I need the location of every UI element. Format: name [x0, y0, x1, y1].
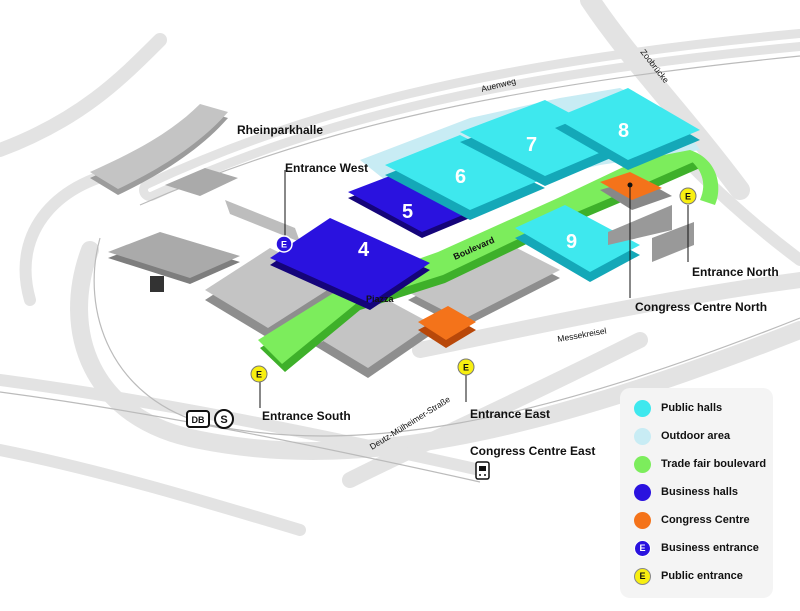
- business-entrance-west-marker: E: [275, 235, 293, 253]
- sbahn-logo-text: S: [220, 414, 227, 426]
- blue-dot-icon: [634, 483, 651, 501]
- legend-item-public-entrance: E Public entrance: [620, 566, 743, 586]
- legend-label: Congress Centre: [661, 514, 750, 526]
- road-deutz: [342, 332, 648, 488]
- road-messekreisel: [412, 272, 800, 358]
- hall-9-number: 9: [566, 231, 577, 253]
- legend-label: Business halls: [661, 486, 739, 498]
- legend-label: Public halls: [661, 402, 723, 414]
- legend-item-congress-centre: Congress Centre: [620, 510, 750, 530]
- entrance-north-label: Entrance North: [692, 265, 779, 279]
- business-entrance-west-letter: E: [281, 240, 287, 250]
- piazza-label: Piazza: [366, 294, 395, 304]
- road-lower: [0, 444, 306, 536]
- congress-centres: [418, 172, 694, 348]
- hall-5-number: 5: [402, 201, 413, 223]
- hall-8-number: 8: [618, 120, 629, 142]
- orange-dot-icon: [634, 511, 651, 529]
- congress-north-pointer: [627, 182, 633, 188]
- legend-label: Public entrance: [661, 570, 743, 582]
- tram-icon: [475, 461, 490, 480]
- legend-e-letter: E: [639, 571, 646, 581]
- congress-centre-east-label: Congress Centre East: [470, 444, 595, 458]
- entrance-south-label: Entrance South: [262, 409, 351, 423]
- legend-e-letter: E: [639, 543, 646, 553]
- hall-6-number: 6: [455, 166, 466, 188]
- db-station-symbol: DB: [186, 410, 210, 428]
- public-entrance-east-letter: E: [463, 363, 469, 373]
- public-entrance-south-marker: E: [250, 365, 268, 383]
- congress-centre-north-label: Congress Centre North: [635, 300, 767, 314]
- public-entrance-north-letter: E: [685, 192, 691, 202]
- entrance-west-label: Entrance West: [285, 161, 368, 175]
- station-building: [108, 232, 240, 292]
- legend-item-business-halls: Business halls: [620, 482, 738, 502]
- db-logo-text: DB: [192, 415, 205, 425]
- legend-label: Trade fair boulevard: [661, 458, 767, 470]
- blue-e-dot-icon: E: [634, 539, 651, 557]
- public-halls: [385, 88, 700, 282]
- public-entrance-east-marker: E: [457, 358, 475, 376]
- legend-label: Outdoor area: [661, 430, 731, 442]
- legend-item-business-entrance: E Business entrance: [620, 538, 759, 558]
- green-dot-icon: [634, 455, 651, 473]
- entrance-east-label: Entrance East: [470, 407, 550, 421]
- hall-4-number: 4: [358, 239, 370, 261]
- legend-item-boulevard: Trade fair boulevard: [620, 454, 766, 474]
- light-blue-dot-icon: [634, 427, 651, 445]
- legend-label: Business entrance: [661, 542, 759, 554]
- yellow-e-dot-icon: E: [634, 567, 651, 585]
- road-west-curve: [0, 33, 167, 157]
- business-halls: [270, 174, 470, 310]
- road-outer-ring: [70, 241, 800, 460]
- leader-lines: [259, 170, 689, 408]
- rheinparkhalle-building: [90, 104, 300, 242]
- sbahn-symbol: S: [214, 409, 234, 429]
- legend-item-outdoor-area: Outdoor area: [620, 426, 730, 446]
- cyan-dot-icon: [634, 399, 651, 417]
- legend: Public halls Outdoor area Trade fair bou…: [620, 388, 773, 598]
- boulevard: [258, 150, 719, 372]
- road-zoobruecke: [580, 0, 750, 200]
- public-entrance-south-letter: E: [256, 370, 262, 380]
- road-auenweg-inner: [148, 38, 800, 192]
- rheinparkhalle-label: Rheinparkhalle: [237, 123, 323, 137]
- hall-7-number: 7: [526, 134, 537, 156]
- public-entrance-north-marker: E: [679, 187, 697, 205]
- legend-item-public-halls: Public halls: [620, 398, 722, 418]
